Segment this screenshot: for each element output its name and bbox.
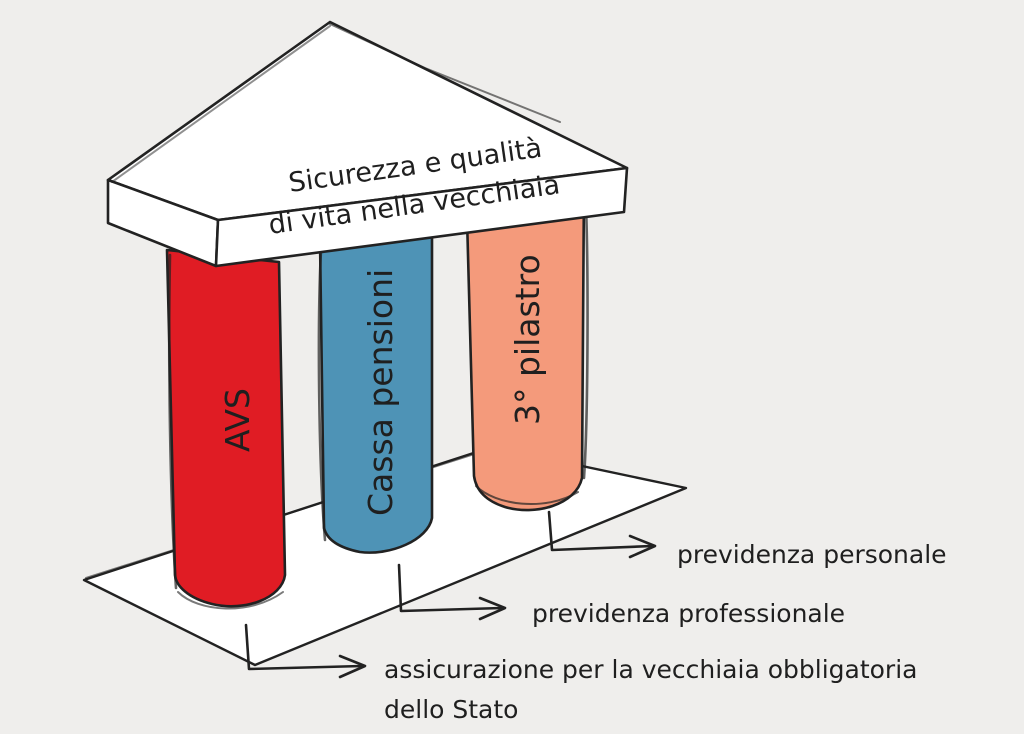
arrow-personal — [547, 510, 657, 559]
roof-front-face — [214, 166, 629, 268]
pillar-third-label: 3° pilastro — [508, 254, 547, 425]
pillar-third — [465, 180, 589, 512]
arrow-professional — [397, 563, 507, 621]
arrow-state — [244, 623, 367, 679]
label-state-line1: assicurazione per la vecchiaia obbligato… — [384, 655, 917, 684]
pillar-second-label: Cassa pensioni — [361, 269, 400, 516]
pillar-first — [165, 248, 287, 610]
roof — [106, 20, 629, 268]
pillar-second — [317, 210, 434, 554]
label-professional: previdenza professionale — [532, 599, 845, 628]
pillar-first-label: AVS — [218, 388, 257, 452]
label-state-line2: dello Stato — [384, 695, 518, 724]
pillar-first-body — [165, 248, 287, 608]
label-personal: previdenza personale — [677, 540, 947, 569]
pillar-second-body — [318, 210, 434, 554]
